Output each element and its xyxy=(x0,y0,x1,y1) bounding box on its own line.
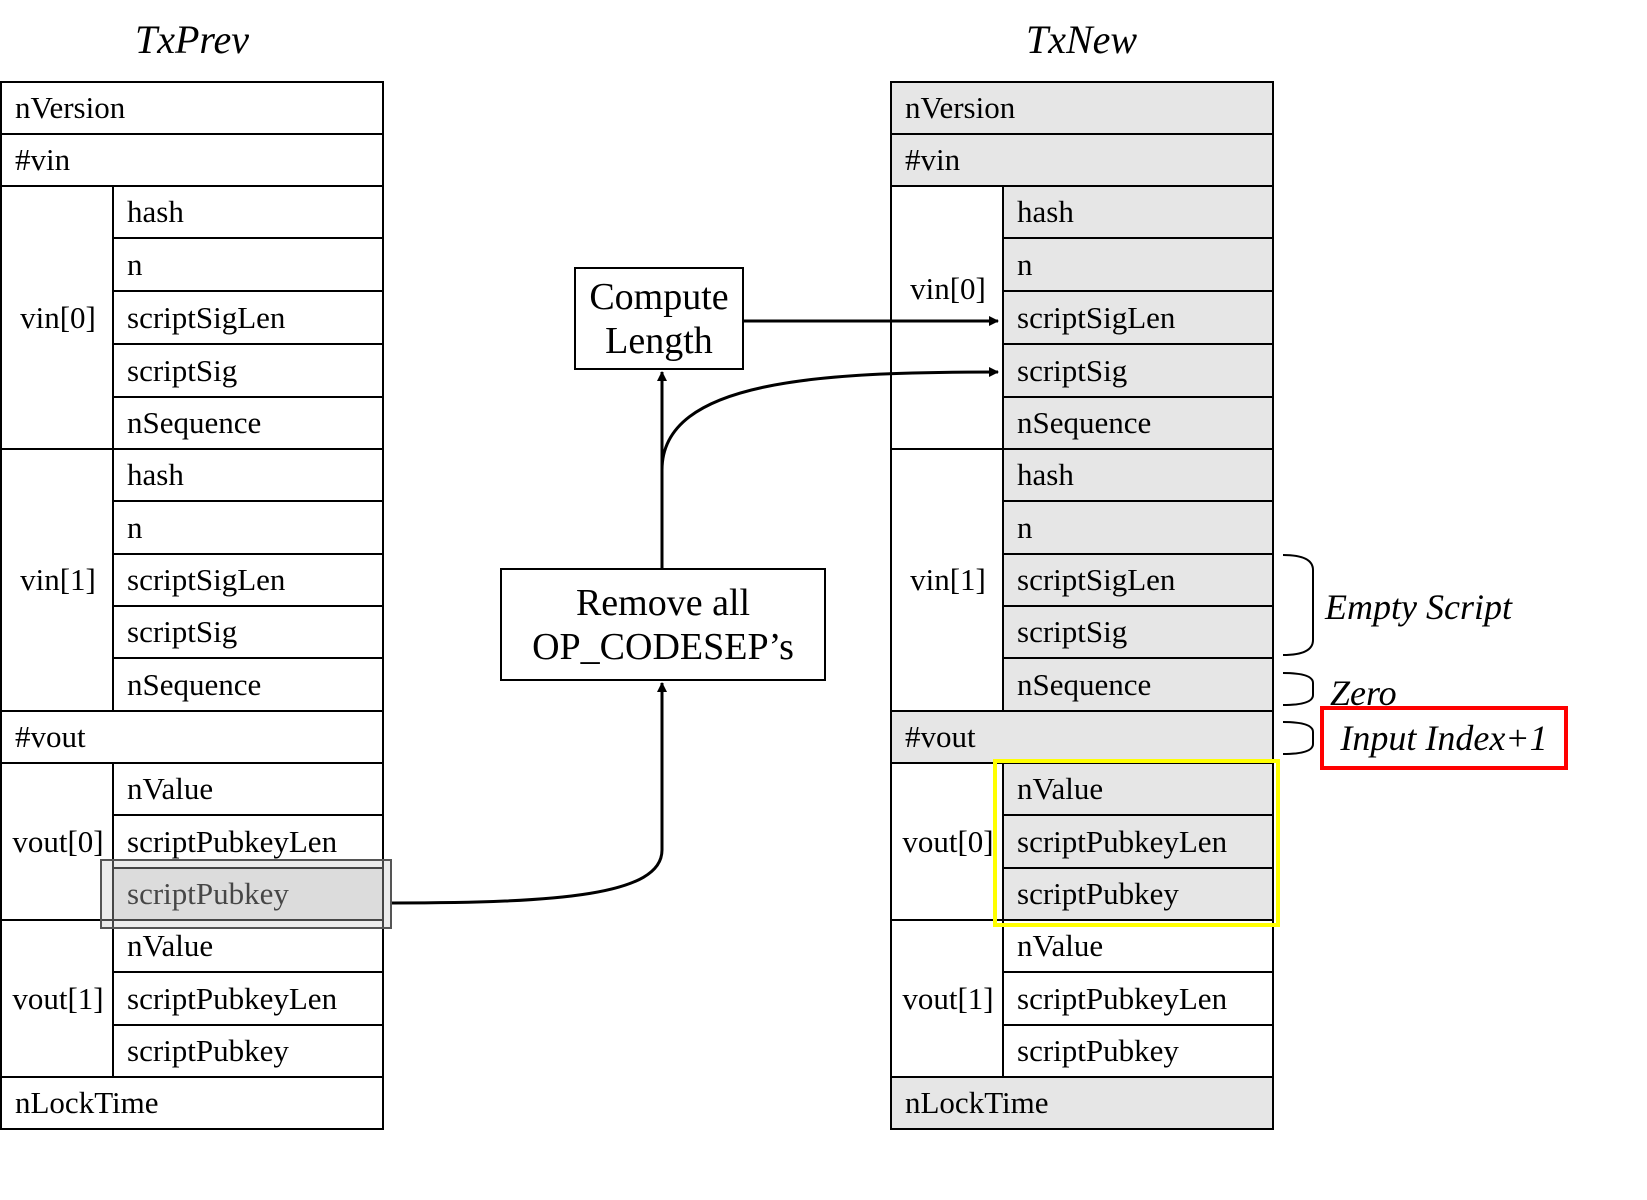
new-vout0-label: vout[0] xyxy=(890,762,1006,921)
compute-length-box: Compute Length xyxy=(574,267,744,370)
new-vin1-label: vin[1] xyxy=(890,448,1006,712)
arrow-remove-to-scriptsig xyxy=(660,367,999,471)
new-vin1-nsequence: nSequence xyxy=(1002,657,1274,712)
remove-codesep-line1: Remove all xyxy=(575,581,751,624)
prev-vin1-nsequence: nSequence xyxy=(112,657,384,712)
new-vin0-scriptsig: scriptSig xyxy=(1002,343,1274,398)
input-index-box: Input Index+1 xyxy=(1320,706,1568,770)
prev-vin0-hash: hash xyxy=(112,185,384,239)
empty-script-annotation: Empty Script xyxy=(1325,587,1512,627)
new-vin-count: #vin xyxy=(890,133,1274,187)
new-vout0-scriptpubkeylen: scriptPubkeyLen xyxy=(1002,814,1274,869)
prev-vout1-scriptpubkeylen: scriptPubkeyLen xyxy=(112,971,384,1026)
brace-zero xyxy=(1282,672,1314,706)
prev-vin1-label: vin[1] xyxy=(0,448,116,712)
remove-codesep-line2: OP_CODESEP’s xyxy=(532,625,794,668)
prev-vin1-scriptsig: scriptSig xyxy=(112,605,384,659)
compute-length-line1: Compute xyxy=(589,275,729,318)
prev-vout1-label: vout[1] xyxy=(0,919,116,1078)
new-vout0-scriptpubkey: scriptPubkey xyxy=(1002,867,1274,921)
new-vout0-nvalue: nValue xyxy=(1002,762,1274,816)
prev-vout0-scriptpubkey: scriptPubkey xyxy=(112,867,384,921)
new-vout1-label: vout[1] xyxy=(890,919,1006,1078)
new-vin0-scriptsiglen: scriptSigLen xyxy=(1002,290,1274,345)
input-index-annotation: Input Index+1 xyxy=(1340,718,1548,758)
brace-input-index xyxy=(1282,721,1314,755)
arrow-scriptpubkey-to-remove xyxy=(391,682,667,905)
prev-nlocktime: nLockTime xyxy=(0,1076,384,1130)
compute-length-line2: Length xyxy=(605,319,713,362)
scriptpubkey-highlight xyxy=(100,859,392,929)
new-vin0-nsequence: nSequence xyxy=(1002,396,1274,450)
brace-empty-script xyxy=(1282,554,1314,656)
vout0-highlight xyxy=(993,759,1280,927)
new-nlocktime: nLockTime xyxy=(890,1076,1274,1130)
prev-vin0-scriptsiglen: scriptSigLen xyxy=(112,290,384,345)
new-vin1-n: n xyxy=(1002,500,1274,555)
prev-vin0-scriptsig: scriptSig xyxy=(112,343,384,398)
prev-vout0-nvalue: nValue xyxy=(112,762,384,816)
remove-codesep-box: Remove all OP_CODESEP’s xyxy=(500,568,826,681)
prev-vin-count: #vin xyxy=(0,133,384,187)
txnew-title: TxNew xyxy=(1026,17,1138,62)
prev-vout0-label: vout[0] xyxy=(0,762,116,921)
txprev-title: TxPrev xyxy=(135,17,250,62)
prev-vin1-scriptsiglen: scriptSigLen xyxy=(112,553,384,607)
prev-vout-count: #vout xyxy=(0,710,384,764)
new-vin1-scriptsiglen: scriptSigLen xyxy=(1002,553,1274,607)
new-vin0-label: vin[0] xyxy=(890,185,1006,450)
new-vout1-nvalue: nValue xyxy=(1002,919,1274,973)
